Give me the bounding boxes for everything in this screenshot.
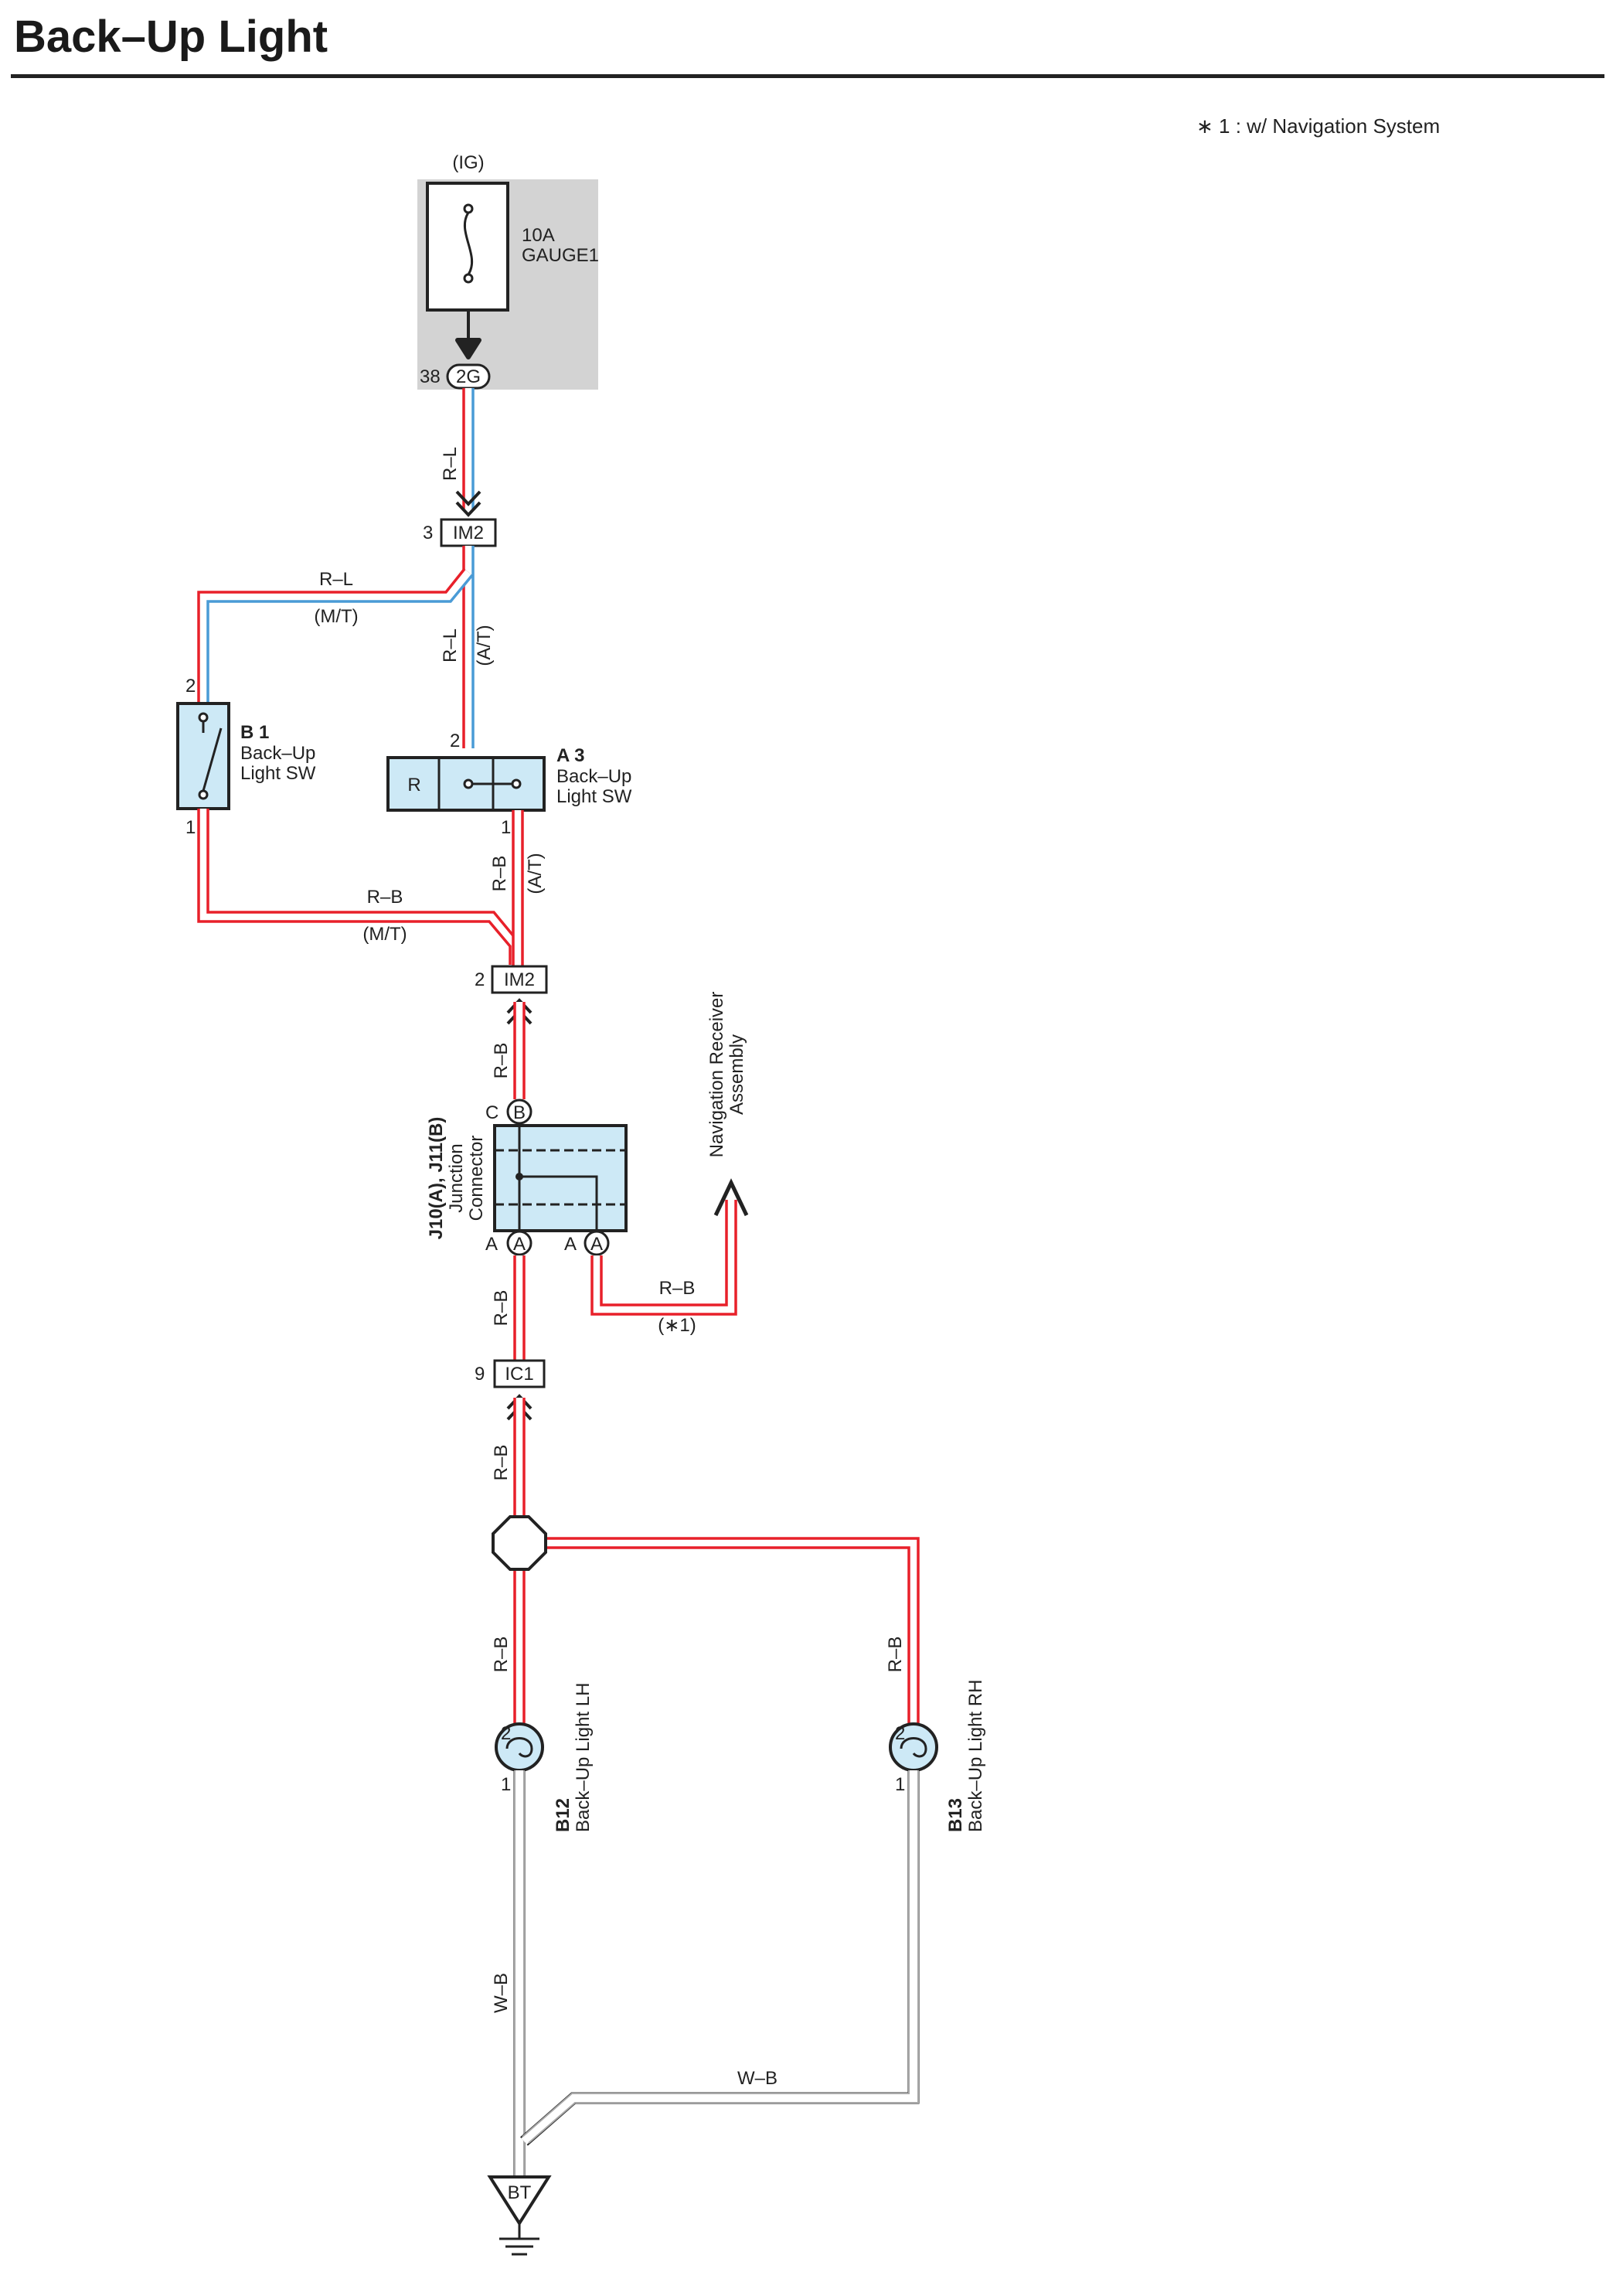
junction-body	[493, 1124, 628, 1232]
wire-condition-mt-2: (M/T)	[362, 924, 407, 945]
ground-icon	[499, 2223, 539, 2256]
connector-im2-bottom: IM2 2	[475, 965, 548, 994]
fuse-rating: 10A	[522, 225, 555, 246]
wire-label-rl-mt: R–L	[319, 569, 353, 590]
wire-rb-im2	[513, 1002, 526, 1099]
nav-receiver-label-1: Navigation Receiver	[706, 992, 727, 1158]
connector-im2-bottom-label: IM2	[504, 969, 535, 990]
junction-splice-dot	[515, 1173, 523, 1180]
wire-condition-nav: (∗1)	[658, 1315, 696, 1336]
switch-a3-label-2: Light SW	[556, 786, 632, 807]
lamp-lh-pin-top: 2	[501, 1723, 511, 1744]
wire-label-rl-fuse: R–L	[440, 447, 461, 481]
junction-terminal-b-label: B	[513, 1102, 526, 1123]
fuse-icon	[463, 203, 474, 284]
switch-b1-label-1: Back–Up	[240, 743, 315, 764]
wire-label-wb-lh: W–B	[491, 1973, 512, 2013]
switch-a3-position: R	[407, 775, 420, 795]
wire-condition-mt-1: (M/T)	[314, 606, 358, 627]
wire-rl-mt	[197, 567, 474, 703]
ground-triangle	[487, 2175, 552, 2226]
lamp-rh-pin-top: 2	[895, 1723, 905, 1744]
junction-code: J10(A), J11(B)	[426, 1117, 447, 1240]
wire-label-rb-at: R–B	[489, 856, 510, 892]
switch-a3: R 2 1 A 3 Back–Up Light SW	[386, 731, 632, 838]
junction-pin-c: C	[485, 1102, 498, 1123]
switch-b1-code: B 1	[240, 722, 269, 743]
junction-connector: B C A A A A J10(A), J11(B) Junction Conn…	[426, 1099, 628, 1256]
ground-bt: BT	[487, 2175, 552, 2256]
junction-pin-a1: A	[485, 1234, 498, 1255]
wire-rl-fuse	[462, 388, 475, 509]
wire-wb-lh	[513, 1770, 526, 2177]
chevron-down-icon	[455, 490, 481, 517]
fuse-source-label: (IG)	[452, 152, 484, 173]
lamp-rh-code: B13	[945, 1798, 966, 1832]
connector-im2-bottom-pin: 2	[475, 969, 485, 990]
junction-label-2: Connector	[466, 1136, 487, 1221]
wire-rb-rh	[541, 1537, 920, 1724]
switch-contact-icon	[463, 778, 522, 789]
junction-pin-a2: A	[564, 1234, 577, 1255]
wire-wb-rh	[520, 1770, 920, 2146]
splice-point	[492, 1515, 547, 1571]
wire-rb-nav	[590, 1200, 737, 1316]
connector-im2-top-pin: 3	[423, 523, 433, 543]
wire-label-rb-junction: R–B	[491, 1290, 512, 1327]
wire-label-rb-rh: R–B	[885, 1637, 906, 1673]
switch-b1-pin-bottom: 1	[185, 817, 196, 838]
lamp-rh-pin-bottom: 1	[895, 1774, 905, 1795]
switch-icon	[198, 712, 223, 800]
wire-condition-at-2: (A/T)	[525, 853, 546, 894]
fuse-box: (IG) 10A GAUGE1 2G 38	[417, 152, 599, 390]
switch-a3-code: A 3	[556, 745, 584, 766]
fuse-name: GAUGE1	[522, 245, 599, 266]
wire-label-rb-mt: R–B	[367, 887, 403, 908]
junction-terminal-a2	[584, 1230, 610, 1256]
connector-im2-top-label: IM2	[453, 523, 484, 543]
header: Back–Up Light	[11, 6, 1604, 78]
wire-rb-at	[512, 810, 524, 969]
footnote: ∗ 1 : w/ Navigation System	[1196, 114, 1441, 138]
fuse-pin: 38	[420, 366, 441, 387]
junction-terminal-b	[506, 1099, 532, 1125]
wire-rb-junction	[513, 1255, 526, 1361]
wire-condition-at-1: (A/T)	[474, 625, 495, 666]
wire-rb-mt	[197, 809, 521, 965]
switch-b1-label-2: Light SW	[240, 763, 316, 784]
switch-a3-pin-bottom: 1	[501, 817, 511, 838]
connector-ic1-pin: 9	[475, 1364, 485, 1385]
connector-ic1: IC1 9	[475, 1359, 546, 1388]
junction-terminal-a1	[506, 1230, 532, 1256]
switch-b1-pin-top: 2	[185, 676, 196, 697]
wire-label-rb-nav: R–B	[659, 1278, 696, 1299]
connector-im2-top: IM2 3	[423, 518, 497, 547]
switch-a3-label-1: Back–Up	[556, 766, 631, 787]
lamp-lh-code: B12	[553, 1798, 573, 1832]
fuse-arrow-icon	[455, 338, 481, 359]
junction-terminal-a2-label: A	[590, 1234, 603, 1255]
switch-a3-pin-top: 2	[450, 731, 460, 751]
connector-2g-label: 2G	[456, 366, 481, 387]
lamp-rh-name: Back–Up Light RH	[965, 1680, 986, 1832]
ground-label: BT	[508, 2182, 532, 2203]
junction-terminal-a1-label: A	[513, 1234, 526, 1255]
fuse-housing	[426, 182, 509, 312]
connector-ic1-label: IC1	[505, 1364, 533, 1385]
lamp-lh: 2 1 B12 Back–Up Light LH	[495, 1683, 594, 1832]
wire-label-rb-lh: R–B	[491, 1637, 512, 1673]
junction-label-1: Junction	[446, 1143, 467, 1212]
lamp-lh-name: Back–Up Light LH	[573, 1683, 594, 1832]
wire-label-rb-ic1: R–B	[491, 1445, 512, 1481]
lamp-rh: 2 1 B13 Back–Up Light RH	[889, 1680, 986, 1832]
wire-label-wb-rh: W–B	[737, 2068, 777, 2089]
wire-label-rb-im2: R–B	[491, 1043, 512, 1079]
wire-label-rl-at: R–L	[440, 629, 461, 663]
arrow-up-icon	[713, 1178, 749, 1217]
lamp-lh-pin-bottom: 1	[501, 1774, 511, 1795]
page-title: Back–Up Light	[14, 12, 328, 62]
nav-receiver-label-2: Assembly	[726, 1034, 747, 1115]
switch-b1: 2 1 B 1 Back–Up Light SW	[176, 676, 316, 838]
